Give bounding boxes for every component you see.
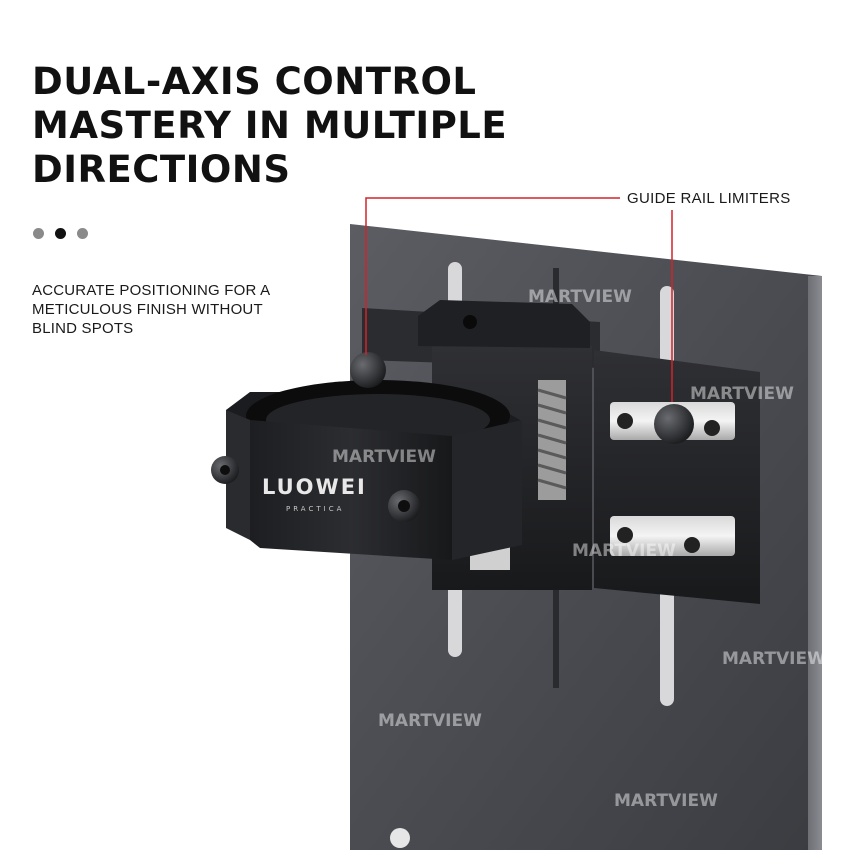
- brand-logo: LUOWEI: [262, 475, 367, 499]
- rail-screw: [704, 420, 720, 436]
- limiter-knob-left: [350, 352, 386, 388]
- description-line: METICULOUS FINISH WITHOUT: [32, 301, 263, 318]
- svg-text:MARTVIEW: MARTVIEW: [690, 384, 794, 404]
- guide-rail-bottom: [610, 516, 735, 556]
- page-title: DUAL-AXIS CONTROL MASTERY IN MULTIPLE DI…: [32, 60, 507, 192]
- pager-dots: [33, 228, 88, 240]
- pager-dot[interactable]: [33, 228, 44, 239]
- description: ACCURATE POSITIONING FOR A METICULOUS FI…: [32, 281, 270, 338]
- brand-sub: PRACTICA: [286, 505, 344, 513]
- callout-lines: [365, 197, 673, 402]
- svg-text:MARTVIEW: MARTVIEW: [528, 287, 632, 307]
- clamp-front: [250, 420, 452, 560]
- svg-text:MARTVIEW: MARTVIEW: [614, 791, 718, 811]
- svg-text:MARTVIEW: MARTVIEW: [722, 649, 826, 669]
- title-line: DUAL-AXIS CONTROL: [32, 60, 477, 103]
- title-line: MASTERY IN MULTIPLE: [32, 104, 508, 147]
- clamp-side: [452, 420, 522, 560]
- mounting-plate-edge: [808, 276, 822, 850]
- description-line: ACCURATE POSITIONING FOR A: [32, 282, 271, 299]
- title-line: DIRECTIONS: [32, 148, 291, 191]
- svg-text:MARTVIEW: MARTVIEW: [332, 447, 436, 467]
- rail-screw: [617, 527, 633, 543]
- callout-label: GUIDE RAIL LIMITERS: [627, 190, 791, 207]
- svg-text:MARTVIEW: MARTVIEW: [572, 541, 676, 561]
- callout-line-left: [365, 197, 620, 355]
- plate-hole: [390, 828, 410, 848]
- rail-screw: [684, 537, 700, 553]
- svg-text:MARTVIEW: MARTVIEW: [378, 711, 482, 731]
- top-hole: [463, 315, 477, 329]
- rail-screw: [617, 413, 633, 429]
- description-line: BLIND SPOTS: [32, 320, 134, 337]
- top-block: [418, 300, 590, 348]
- limiter-knob-right: [654, 404, 694, 444]
- pager-dot[interactable]: [77, 228, 88, 239]
- watermark: MARTVIEW MARTVIEW MARTVIEW MARTVIEW MART…: [332, 287, 826, 811]
- pager-dot[interactable]: [55, 228, 66, 239]
- spring: [537, 380, 567, 500]
